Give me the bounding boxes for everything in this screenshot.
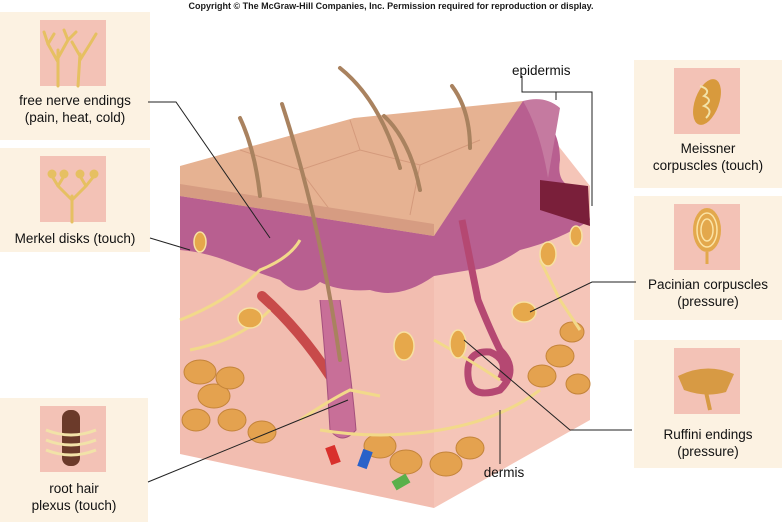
fat-layer (181, 321, 591, 477)
meissner-icon (693, 79, 721, 125)
ruffini-panel (634, 340, 782, 468)
hairs (238, 66, 472, 362)
meissner-label: Meissner corpuscles (touch) (652, 141, 764, 173)
pacinian-label: Pacinian corpuscles (pressure) (647, 277, 769, 309)
nerve-fibers (179, 239, 582, 437)
blood-vessel (257, 291, 335, 381)
copyright-notice: Copyright © The McGraw-Hill Companies, I… (188, 1, 594, 11)
epidermis-layer-left (180, 196, 434, 293)
merkel-disks-icon (47, 169, 99, 224)
ruffini-icon (678, 368, 734, 411)
dermis-label: dermis (483, 465, 525, 480)
free-nerve-endings-label: free nerve endings (pain, heat, cold) (19, 93, 131, 125)
root-hair-plexus-label: root hair plexus (touch) (31, 481, 117, 513)
skin-block (179, 66, 591, 508)
epidermis-label: epidermis (512, 63, 571, 78)
free-nerve-endings-panel (0, 12, 150, 140)
merkel-disks-label: Merkel disks (touch) (14, 231, 136, 246)
root-hair-plexus-icon (45, 410, 97, 466)
free-nerve-endings-icon (42, 28, 98, 88)
ruffini-label: Ruffini endings (pressure) (663, 427, 753, 459)
leader-lines (147, 76, 636, 483)
free-nerve-endings-thumbnail (40, 20, 106, 86)
hair-follicle (319, 299, 357, 439)
sweat-gland (458, 219, 514, 397)
pacinian-icon (693, 208, 721, 264)
